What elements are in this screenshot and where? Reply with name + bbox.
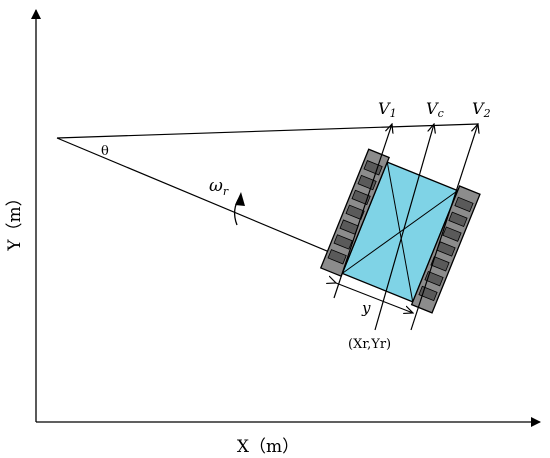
track-cleat [448, 211, 468, 227]
v1-label: V1 [378, 99, 397, 120]
track-cleat [345, 204, 365, 220]
bottom-ray [56, 137, 359, 265]
track-cleat [327, 249, 347, 265]
track-cleat [333, 234, 353, 250]
width-label: y [361, 299, 371, 317]
point-label: (Xr,Yr) [348, 337, 391, 352]
v2-arrow [410, 124, 478, 331]
tracked-robot [319, 148, 481, 314]
track-cleat [351, 189, 371, 206]
width-dimension [336, 283, 413, 313]
y-axis-label: Y（m） [5, 189, 25, 251]
track-cleat [430, 256, 450, 272]
track-cleat [442, 226, 462, 242]
vc-label: Vc [426, 99, 444, 120]
top-ray [56, 123, 479, 139]
v1-arrow [333, 124, 392, 299]
omega-label: ωr [209, 176, 229, 198]
omega-arrowhead [235, 192, 245, 206]
x-axis-label: X（m） [237, 437, 299, 457]
v2-label: V2 [472, 99, 491, 120]
track-cleat [363, 160, 383, 176]
track-cleat [454, 196, 474, 213]
theta-label: θ [101, 144, 109, 159]
body-diagonal-2 [341, 190, 459, 274]
right-track [410, 185, 481, 314]
